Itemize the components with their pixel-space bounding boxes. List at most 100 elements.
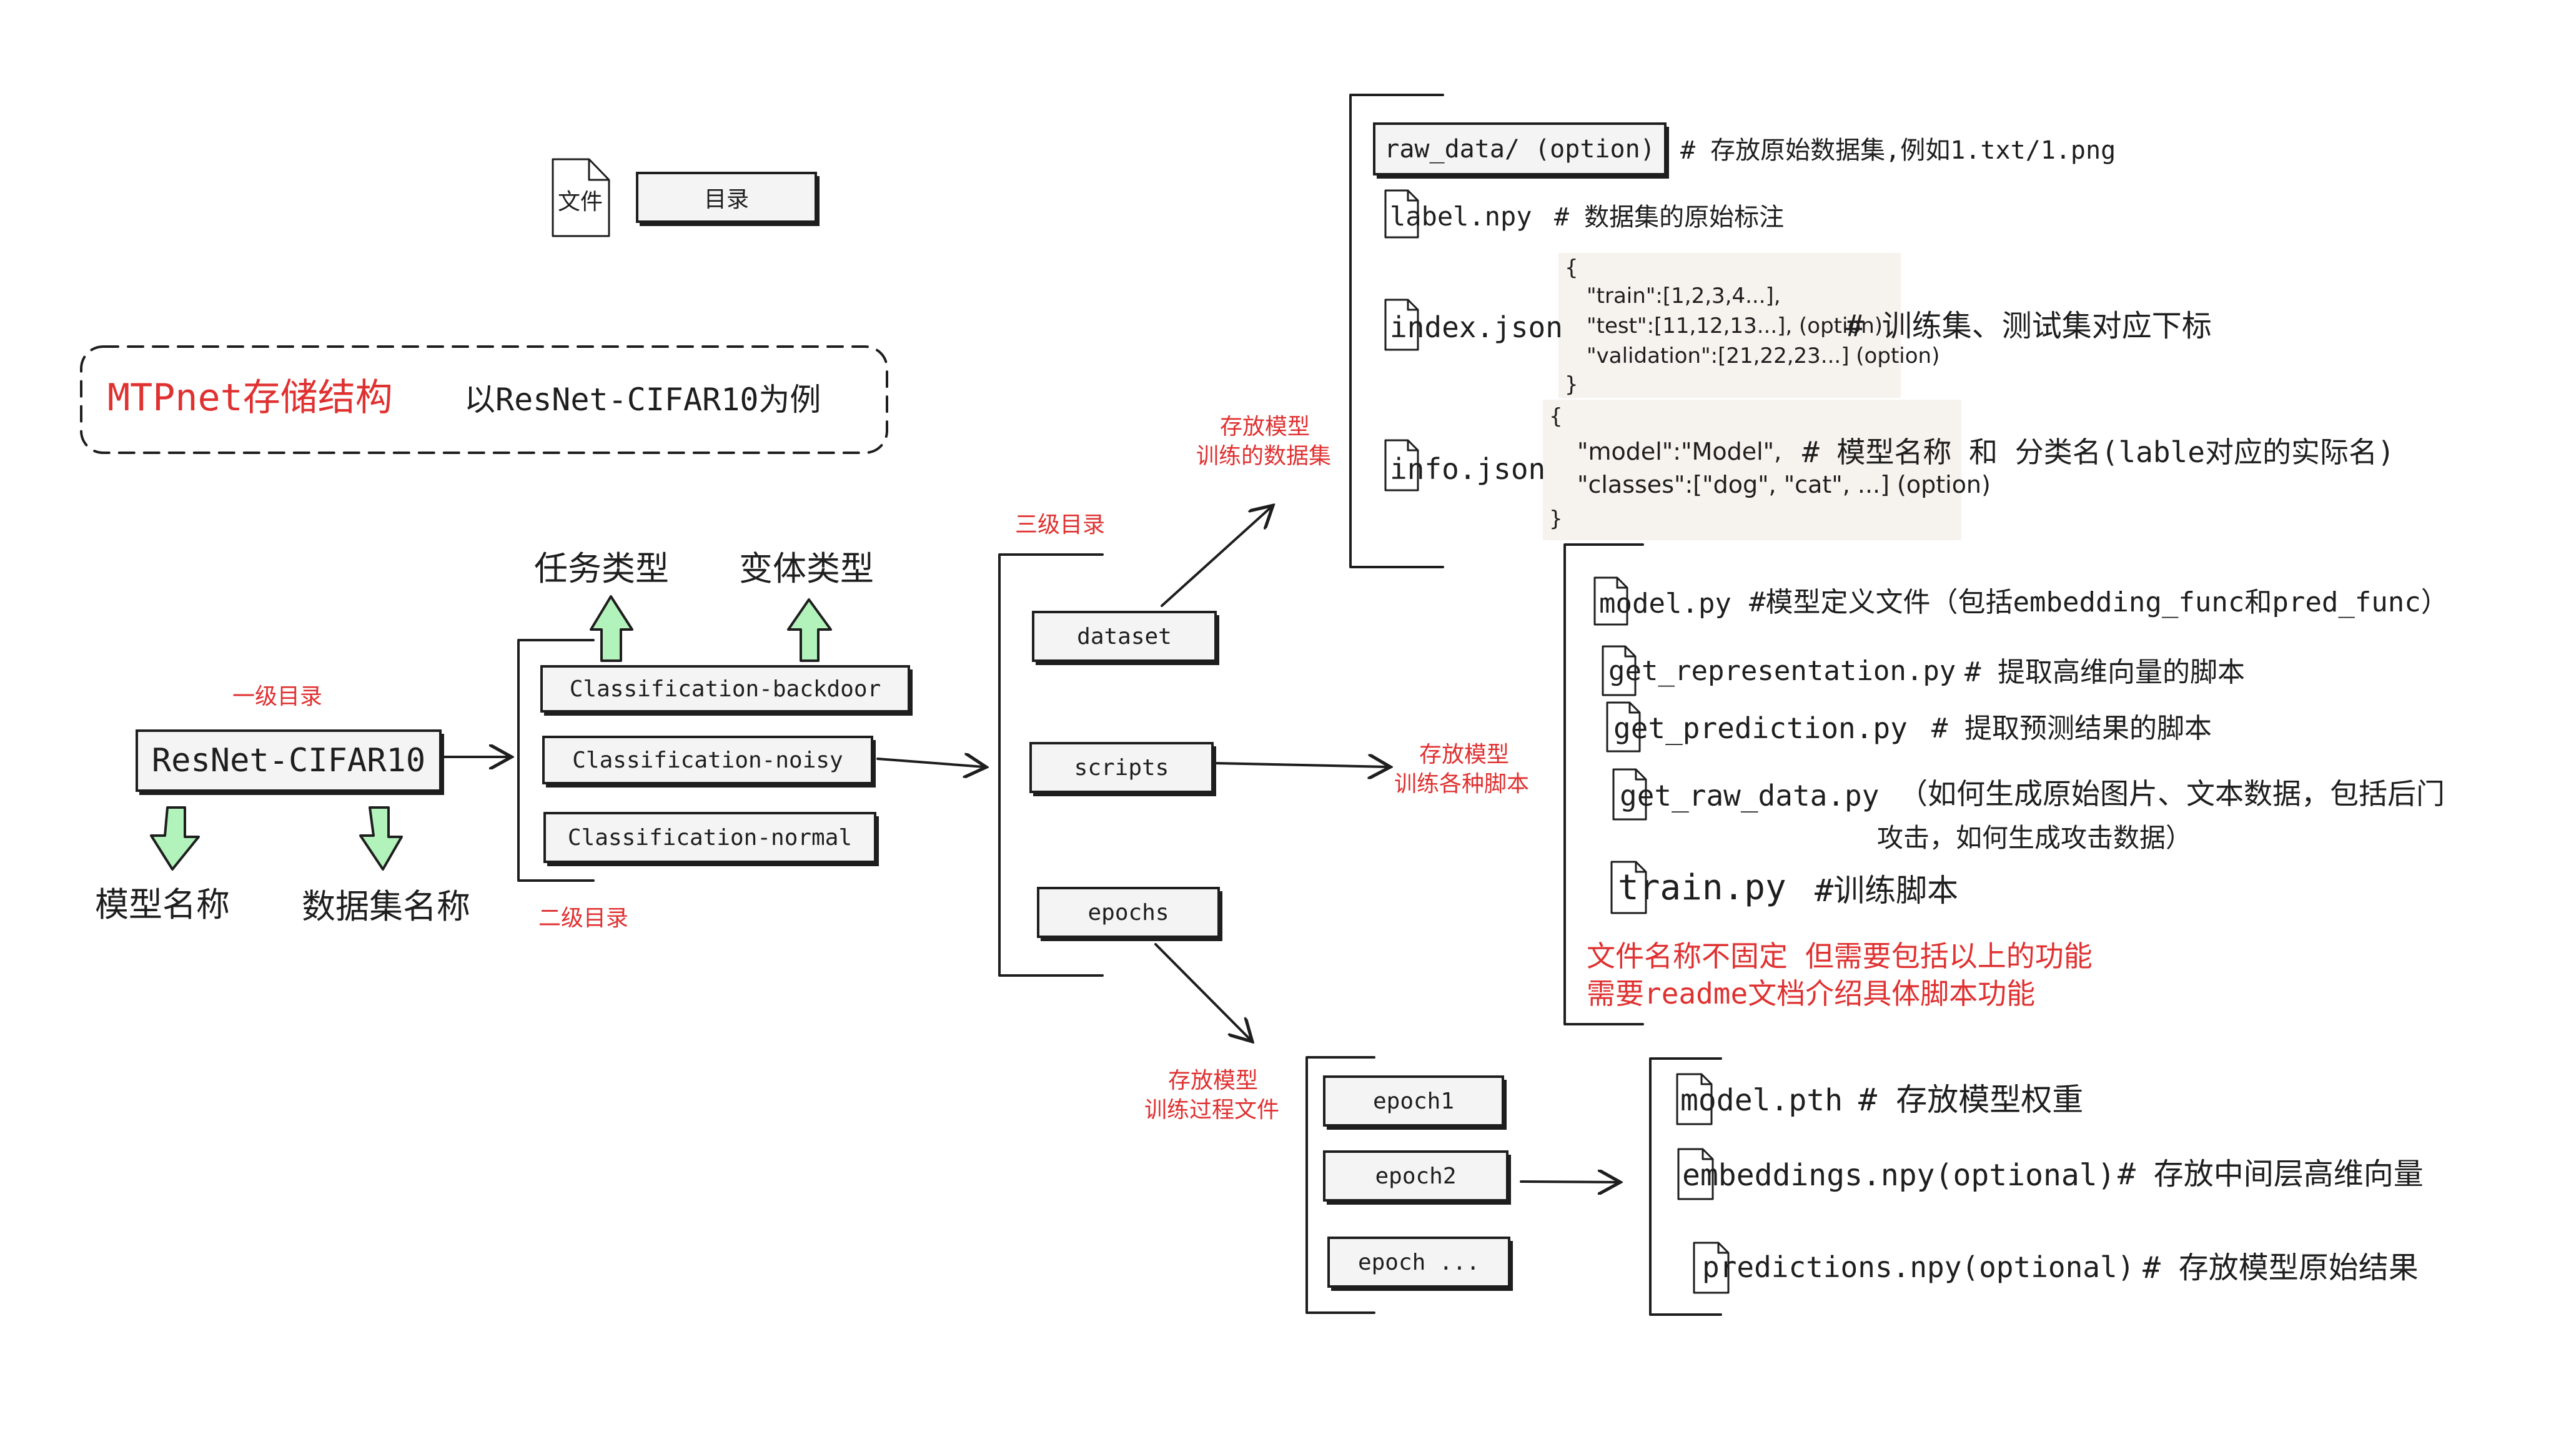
dir-classification-noisy: Classification-noisy: [542, 736, 873, 784]
model-pth-name: model.pth: [1680, 1083, 1843, 1118]
green-arrow-task-type: [590, 595, 633, 662]
predictions-name: predictions.npy(optional): [1702, 1250, 2135, 1284]
label-file-icon: [1384, 189, 1419, 239]
green-arrow-model-name: [150, 806, 200, 871]
dir-epochs: epochs: [1037, 887, 1220, 938]
epochs-bracket: [1305, 1056, 1375, 1314]
page-title: MTPnet存储结构: [107, 376, 393, 420]
get-raw-data-comment: （如何生成原始图片、文本数据，包括后门: [1899, 777, 2445, 811]
info-note-line-3: "classes":["dog", "cat", ...] (option): [1577, 471, 1991, 498]
get-representation-name: get_representation.py: [1608, 655, 1956, 687]
get-prediction-comment: # 提取预测结果的脚本: [1931, 713, 2212, 744]
index-json-note: { "train":[1,2,3,4...], "test":[11,12,13…: [1558, 253, 1939, 398]
dir-classification-backdoor: Classification-backdoor: [540, 665, 910, 713]
index-note-line-3: "test":[11,12,13...], (option): [1587, 314, 1883, 338]
title-frame: [80, 345, 888, 454]
train-py-comment: #训练脚本: [1815, 872, 1959, 909]
scripts-caption-2: 训练各种脚本: [1394, 771, 1530, 797]
level2-bracket: [517, 639, 595, 882]
scripts-note-2: 需要readme文档介绍具体脚本功能: [1587, 977, 2036, 1010]
dir-dataset: dataset: [1032, 611, 1217, 662]
task-type-label: 任务类型: [534, 549, 669, 588]
get-raw-data-comment-2: 攻击，如何生成攻击数据）: [1877, 822, 2192, 853]
predictions-comment: # 存放模型原始结果: [2143, 1250, 2419, 1285]
embeddings-icon: [1677, 1148, 1714, 1200]
dir-epoch-more-label: epoch ...: [1357, 1249, 1480, 1275]
level3-bracket: [998, 553, 1104, 977]
index-note-line-4: "validation":[21,22,23...] (option): [1587, 343, 1940, 368]
dir-scripts-label: scripts: [1074, 754, 1169, 781]
scripts-caption-1: 存放模型: [1419, 742, 1510, 768]
legend-dir-box: 目录: [636, 172, 817, 223]
level3-tag: 三级目录: [1015, 512, 1106, 538]
green-arrow-variant-type: [787, 598, 832, 662]
epoch-contents-bracket: [1649, 1057, 1722, 1316]
get-prediction-name: get_prediction.py: [1613, 711, 1908, 745]
variant-type-label: 变体类型: [739, 549, 874, 588]
epochs-caption-1: 存放模型: [1168, 1068, 1259, 1094]
dir-classification-backdoor-label: Classification-backdoor: [569, 676, 881, 702]
dir-epoch1: epoch1: [1323, 1075, 1504, 1127]
embeddings-name: embeddings.npy(optional): [1682, 1158, 2116, 1193]
model-pth-icon: [1676, 1073, 1713, 1125]
get-representation-icon: [1602, 645, 1637, 696]
dataset-caption-1: 存放模型: [1220, 414, 1310, 440]
label-file-name: label.npy: [1390, 201, 1532, 232]
raw-data-comment: # 存放原始数据集,例如1.txt/1.png: [1680, 136, 2116, 165]
info-note-line-4: }: [1549, 506, 1563, 531]
index-note-line-2: "train":[1,2,3,4...],: [1587, 284, 1781, 309]
dir-epoch1-label: epoch1: [1372, 1088, 1455, 1114]
embeddings-comment: # 存放中间层高维向量: [2118, 1157, 2424, 1192]
resnet-dir: ResNet-CIFAR10: [136, 729, 442, 792]
index-file-name: index.json: [1390, 310, 1563, 344]
info-file-name: info.json: [1390, 452, 1546, 486]
arrow-level2-to-level3: [876, 759, 984, 767]
resnet-dir-label: ResNet-CIFAR10: [151, 742, 426, 779]
green-arrow-dataset-name: [359, 806, 403, 871]
legend-file-icon: [552, 158, 610, 237]
predictions-icon: [1693, 1242, 1730, 1294]
info-file-comment: # 模型名称 和 分类名(lable对应的实际名): [1802, 435, 2395, 469]
dir-epochs-label: epochs: [1087, 899, 1169, 926]
index-note-line-5: }: [1565, 372, 1578, 397]
dataset-bracket: [1349, 94, 1444, 568]
model-py-comment: #模型定义文件（包括embedding_func和pred_func）: [1749, 586, 2449, 618]
dir-scripts: scripts: [1029, 742, 1214, 793]
info-note-line-2: "model":"Model",: [1577, 438, 1782, 465]
train-py-icon: [1610, 861, 1647, 914]
get-prediction-icon: [1606, 701, 1641, 753]
model-name-label: 模型名称: [95, 885, 230, 924]
dataset-caption-2: 训练的数据集: [1196, 443, 1332, 469]
dir-classification-noisy-label: Classification-noisy: [572, 747, 843, 773]
info-note-line-1: {: [1549, 404, 1563, 429]
level2-tag: 二级目录: [538, 906, 629, 931]
dir-epoch2: epoch2: [1323, 1150, 1508, 1202]
arrow-dataset: [1161, 507, 1271, 607]
scripts-bracket: [1563, 543, 1644, 1025]
legend-file-label: 文件: [558, 189, 603, 215]
model-py-icon: [1593, 576, 1628, 626]
dataset-name-label: 数据集名称: [302, 887, 470, 926]
info-file-icon: [1384, 439, 1419, 491]
train-py-name: train.py: [1618, 867, 1786, 908]
arrow-epochs: [1154, 943, 1251, 1040]
index-file-comment: # 训练集、测试集对应下标: [1846, 309, 2212, 343]
arrow-scripts: [1214, 763, 1388, 767]
dir-epoch-more: epoch ...: [1327, 1237, 1510, 1288]
page-subtitle: 以ResNet-CIFAR10为例: [464, 382, 821, 418]
index-note-line-1: {: [1565, 255, 1578, 280]
level1-tag: 一级目录: [232, 684, 323, 709]
get-raw-data-name: get_raw_data.py: [1620, 779, 1880, 812]
info-json-note: { "model":"Model", "classes":["dog", "ca…: [1543, 400, 1991, 540]
model-pth-comment: # 存放模型权重: [1858, 1082, 2084, 1118]
dir-classification-normal: Classification-normal: [543, 812, 876, 863]
dir-raw-data: raw_data/ (option): [1373, 122, 1667, 175]
get-representation-comment: # 提取高维向量的脚本: [1964, 656, 2245, 688]
dir-epoch2-label: epoch2: [1375, 1163, 1457, 1189]
scripts-note-1: 文件名称不固定 但需要包括以上的功能: [1587, 939, 2093, 973]
get-raw-data-icon: [1612, 768, 1647, 821]
dir-dataset-label: dataset: [1077, 623, 1172, 649]
label-file-comment: # 数据集的原始标注: [1554, 203, 1785, 232]
dir-classification-normal-label: Classification-normal: [567, 824, 853, 851]
